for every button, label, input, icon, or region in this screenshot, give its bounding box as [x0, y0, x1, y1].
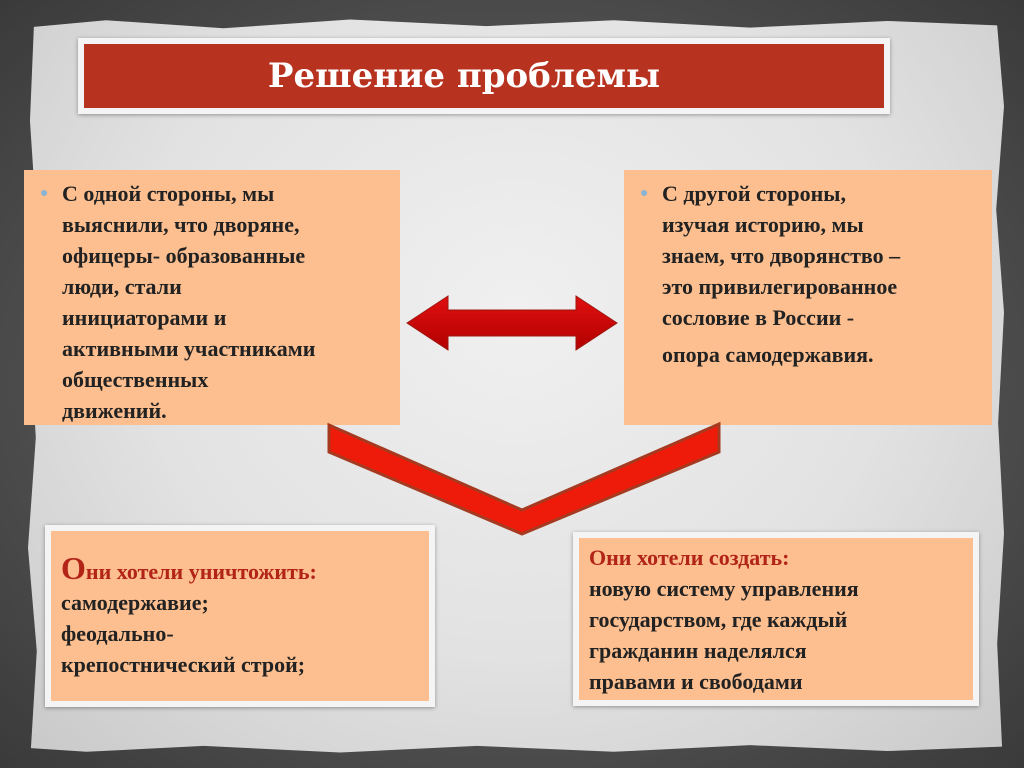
destroy-line: феодально-: [61, 621, 174, 646]
destroy-line: крепостнический строй;: [61, 652, 306, 677]
destroy-card: Они хотели уничтожить: самодержавие; фео…: [51, 531, 429, 701]
left-line: движений.: [62, 398, 167, 423]
slide-title: Решение проблемы: [267, 56, 661, 96]
right-line: сословие в России -: [662, 305, 855, 330]
title-frame: Решение проблемы: [78, 38, 890, 114]
bullet-dot-icon: ●: [40, 186, 49, 201]
create-card-text: Они хотели создать: новую систему управл…: [589, 542, 859, 697]
chevron-down-icon: [327, 421, 721, 536]
create-line: правами и свободами: [589, 669, 803, 694]
left-line: инициаторами и: [62, 305, 227, 330]
right-card-text: С другой стороны, изучая историю, мы зна…: [662, 178, 900, 370]
left-line: выяснили, что дворяне,: [62, 212, 300, 237]
left-bullet-item: ● С одной стороны, мы выяснили, что двор…: [40, 178, 392, 426]
right-line: это привилегированное: [662, 274, 898, 299]
destroy-heading-rest: ни хотели уничтожить:: [85, 559, 317, 584]
right-line: знаем, что дворянство –: [662, 243, 901, 268]
destroy-heading-initial: О: [61, 550, 86, 586]
left-line: С одной стороны, мы: [62, 181, 275, 206]
destroy-card-text: Они хотели уничтожить: самодержавие; фео…: [61, 550, 317, 680]
right-bullet-item: ● С другой стороны, изучая историю, мы з…: [640, 178, 984, 370]
create-card-frame: Они хотели создать: новую систему управл…: [573, 532, 979, 706]
destroy-card-frame: Они хотели уничтожить: самодержавие; фео…: [45, 525, 435, 707]
destroy-heading: Они хотели уничтожить:: [61, 550, 317, 587]
left-line: активными участниками: [62, 336, 316, 361]
create-line: новую систему управления: [589, 576, 859, 601]
left-line: офицеры- образованные: [62, 243, 306, 268]
right-card: ● С другой стороны, изучая историю, мы з…: [624, 170, 992, 425]
right-line: С другой стороны,: [662, 181, 846, 206]
left-card-text: С одной стороны, мы выяснили, что дворян…: [62, 178, 315, 426]
create-card: Они хотели создать: новую систему управл…: [579, 538, 973, 700]
create-line: гражданин наделялся: [589, 638, 807, 663]
create-heading: Они хотели создать:: [589, 545, 790, 570]
left-line: люди, стали: [62, 274, 182, 299]
left-line: общественных: [62, 367, 209, 392]
right-line: опора самодержавия.: [662, 342, 874, 367]
destroy-line: самодержавие;: [61, 590, 209, 615]
title-bar: Решение проблемы: [84, 44, 884, 108]
double-headed-arrow-icon: [406, 295, 618, 351]
create-line: государством, где каждый: [589, 607, 848, 632]
right-line: изучая историю, мы: [662, 212, 864, 237]
left-card: ● С одной стороны, мы выяснили, что двор…: [24, 170, 400, 425]
bullet-dot-icon: ●: [640, 186, 649, 201]
